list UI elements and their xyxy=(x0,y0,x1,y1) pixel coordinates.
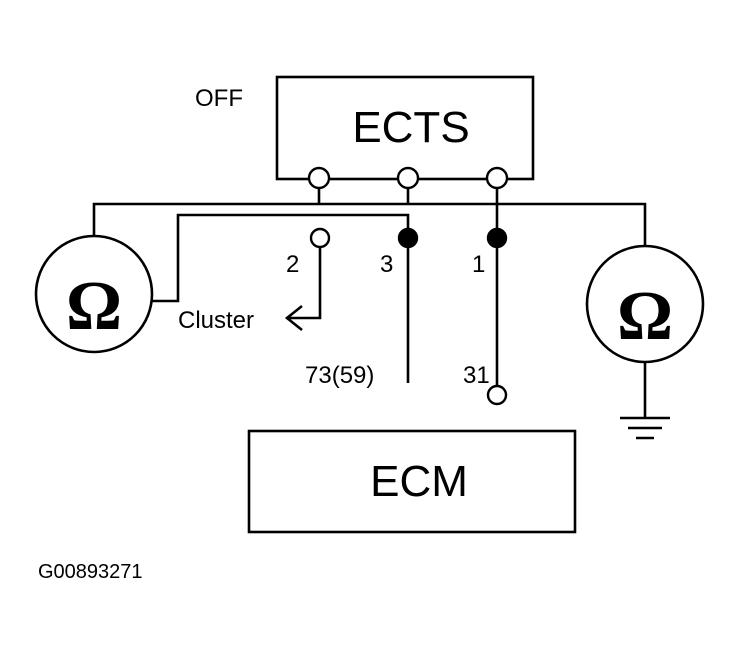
pin-2-terminal xyxy=(309,227,331,249)
left-ohmmeter-icon xyxy=(34,234,154,354)
pin-2-label: 2 xyxy=(286,251,299,278)
left-ohm-symbol: Ω xyxy=(66,268,122,345)
pin-1-label: 1 xyxy=(472,251,485,278)
ground-icon xyxy=(620,416,670,440)
main-wire xyxy=(92,202,647,247)
ecm-box xyxy=(247,429,577,534)
ecm-label: ECM xyxy=(370,457,468,506)
connector-arrow-icon xyxy=(284,304,303,332)
state-label: OFF xyxy=(195,85,243,112)
left-meter-lead xyxy=(152,213,410,303)
figure-code: G00893271 xyxy=(38,561,143,583)
cluster-label: Cluster xyxy=(178,307,254,334)
ects-terminal-1 xyxy=(307,166,331,190)
ects-label: ECTS xyxy=(352,103,469,152)
ects-terminal-3 xyxy=(485,166,509,190)
ecm-pin-31-label: 31 xyxy=(463,362,490,389)
ects-terminal-2 xyxy=(396,166,420,190)
pin-2-wire xyxy=(288,247,322,320)
right-ohm-symbol: Ω xyxy=(617,278,673,355)
ecm-pin-31-terminal xyxy=(486,384,508,406)
pin-3-label: 3 xyxy=(380,251,393,278)
ecm-pin-73-label: 73(59) xyxy=(305,362,374,389)
